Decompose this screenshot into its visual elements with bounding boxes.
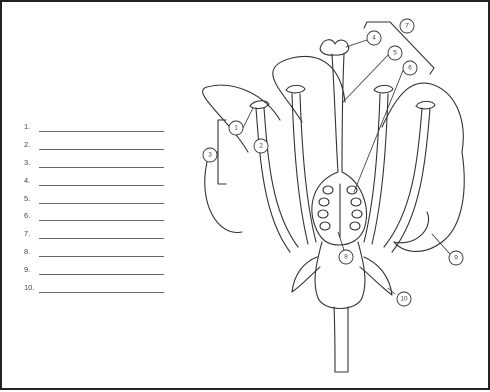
filament: [264, 108, 298, 247]
leader-line: [343, 54, 389, 102]
ovule: [323, 186, 333, 194]
callout-number: 3: [208, 152, 212, 159]
ovule: [347, 186, 357, 194]
callout-number: 9: [454, 255, 458, 262]
ovule: [351, 198, 361, 206]
ovule: [318, 210, 328, 218]
callout-number: 1: [234, 125, 238, 132]
callout-number: 8: [344, 254, 348, 261]
filament: [384, 108, 422, 247]
ovary-outline: [312, 172, 367, 245]
callout-number: 7: [405, 23, 409, 30]
leader-line: [346, 40, 367, 47]
callout-number: 6: [408, 65, 412, 72]
bracket-stamen: [218, 120, 226, 184]
callout-number: 2: [259, 143, 263, 150]
ovule: [319, 198, 329, 206]
ovule: [352, 210, 362, 218]
ovule: [320, 222, 330, 230]
filament: [372, 94, 388, 244]
petal-outline: [203, 85, 280, 152]
anther: [286, 85, 305, 93]
filament: [256, 108, 290, 252]
filament: [292, 94, 308, 244]
ovule: [350, 222, 360, 230]
leader-line: [243, 108, 253, 128]
anther: [416, 101, 435, 109]
callout-number: 10: [400, 296, 408, 303]
pedicel: [334, 307, 348, 372]
bracket-pistil: [430, 68, 434, 74]
callout-number: 4: [372, 35, 376, 42]
filament: [392, 108, 430, 252]
leader-line: [338, 232, 344, 250]
callout-number: 5: [393, 50, 397, 57]
anther: [250, 101, 269, 109]
receptacle: [315, 242, 365, 309]
stigma: [320, 40, 349, 55]
petal-outline: [205, 162, 242, 232]
bracket-pistil: [364, 22, 367, 28]
style-outline: [342, 54, 344, 172]
anther: [374, 85, 393, 93]
